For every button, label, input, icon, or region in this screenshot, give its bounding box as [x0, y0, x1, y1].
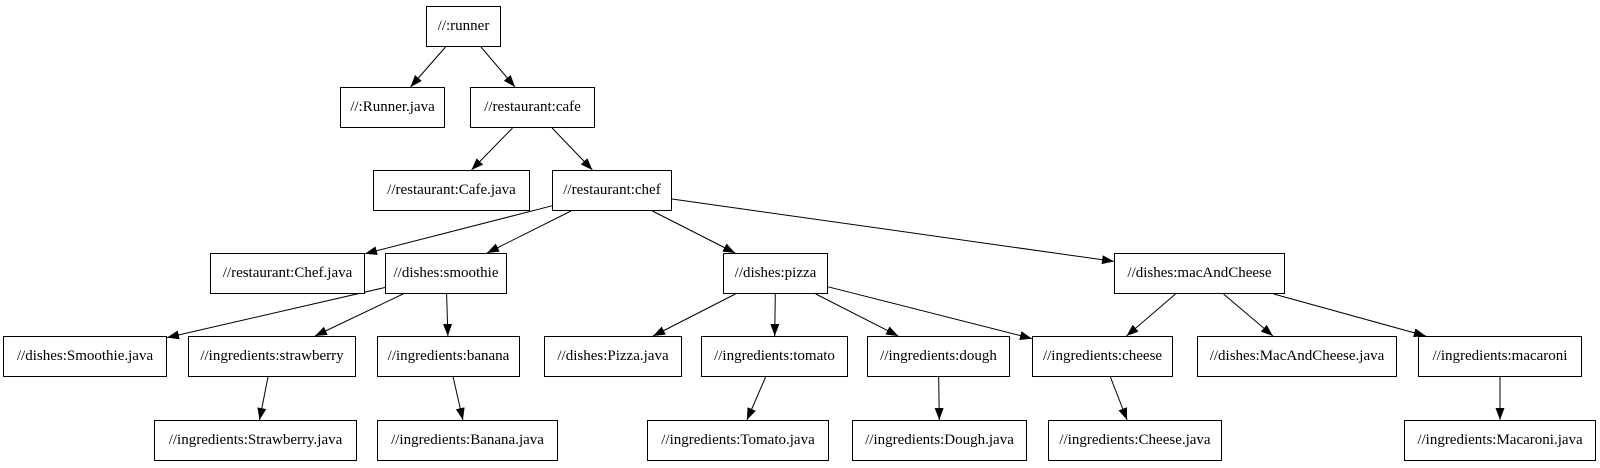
edge-chef-to-smoothie [486, 210, 572, 254]
edge-cheese-to-cheese-java [1109, 376, 1128, 421]
graph-node-smoothie-java: //dishes:Smoothie.java [3, 336, 167, 377]
edge-chef-to-chef-java [364, 205, 553, 256]
graph-node-runner: //:runner [426, 6, 501, 47]
graph-node-macandcheese: //dishes:macAndCheese [1114, 253, 1285, 294]
graph-node-banana-java: //ingredients:Banana.java [377, 420, 558, 461]
edge-banana-to-banana-java [452, 376, 465, 421]
edge-pizza-to-tomato [770, 293, 780, 337]
edge-tomato-to-tomato-java [746, 376, 767, 421]
edge-macandcheese-to-cheese [1126, 293, 1176, 337]
graph-node-tomato: //ingredients:tomato [701, 336, 848, 377]
graph-node-banana: //ingredients:banana [377, 336, 520, 377]
graph-node-chef-java: //restaurant:Chef.java [210, 253, 365, 294]
graph-node-dough-java: //ingredients:Dough.java [852, 420, 1027, 461]
edge-smoothie-to-banana [443, 293, 453, 337]
edge-smoothie-to-strawberry [314, 293, 404, 337]
graph-node-macaroni: //ingredients:macaroni [1418, 336, 1582, 377]
graph-node-cafe: //restaurant:cafe [470, 87, 595, 128]
edge-pizza-to-cheese [827, 286, 1033, 341]
edge-pizza-to-dough [815, 293, 899, 337]
graph-node-smoothie: //dishes:smoothie [385, 253, 507, 294]
edge-runner-to-cafe [480, 46, 516, 88]
graph-node-pizza: //dishes:pizza [723, 253, 828, 294]
edge-chef-to-macandcheese [671, 198, 1115, 265]
edge-chef-to-pizza [652, 210, 736, 254]
graph-node-cheese: //ingredients:cheese [1032, 336, 1173, 377]
edge-smoothie-to-smoothie-java [166, 287, 386, 340]
graph-node-strawberry: //ingredients:strawberry [188, 336, 356, 377]
edge-macandcheese-to-macaroni [1273, 293, 1426, 338]
graph-node-pizza-java: //dishes:Pizza.java [544, 336, 682, 377]
edge-pizza-to-pizza-java [652, 293, 736, 337]
graph-node-cheese-java: //ingredients:Cheese.java [1048, 420, 1222, 461]
graph-node-cafe-java: //restaurant:Cafe.java [373, 170, 530, 211]
graph-node-macaroni-java: //ingredients:Macaroni.java [1404, 420, 1596, 461]
edge-strawberry-to-strawberry-java [257, 376, 269, 421]
edge-cafe-to-chef [551, 127, 593, 171]
graph-node-strawberry-java: //ingredients:Strawberry.java [154, 420, 357, 461]
graph-node-chef: //restaurant:chef [552, 170, 672, 211]
edge-cafe-to-cafe-java [471, 127, 513, 171]
edge-runner-to-runner-java [410, 46, 446, 88]
edge-macandcheese-to-macandcheese-java [1223, 293, 1274, 337]
edge-dough-to-dough-java [934, 376, 944, 421]
graph-node-tomato-java: //ingredients:Tomato.java [647, 420, 829, 461]
graph-node-macandcheese-java: //dishes:MacAndCheese.java [1197, 336, 1397, 377]
graph-node-runner-java: //:Runner.java [340, 87, 445, 128]
graph-node-dough: //ingredients:dough [867, 336, 1010, 377]
